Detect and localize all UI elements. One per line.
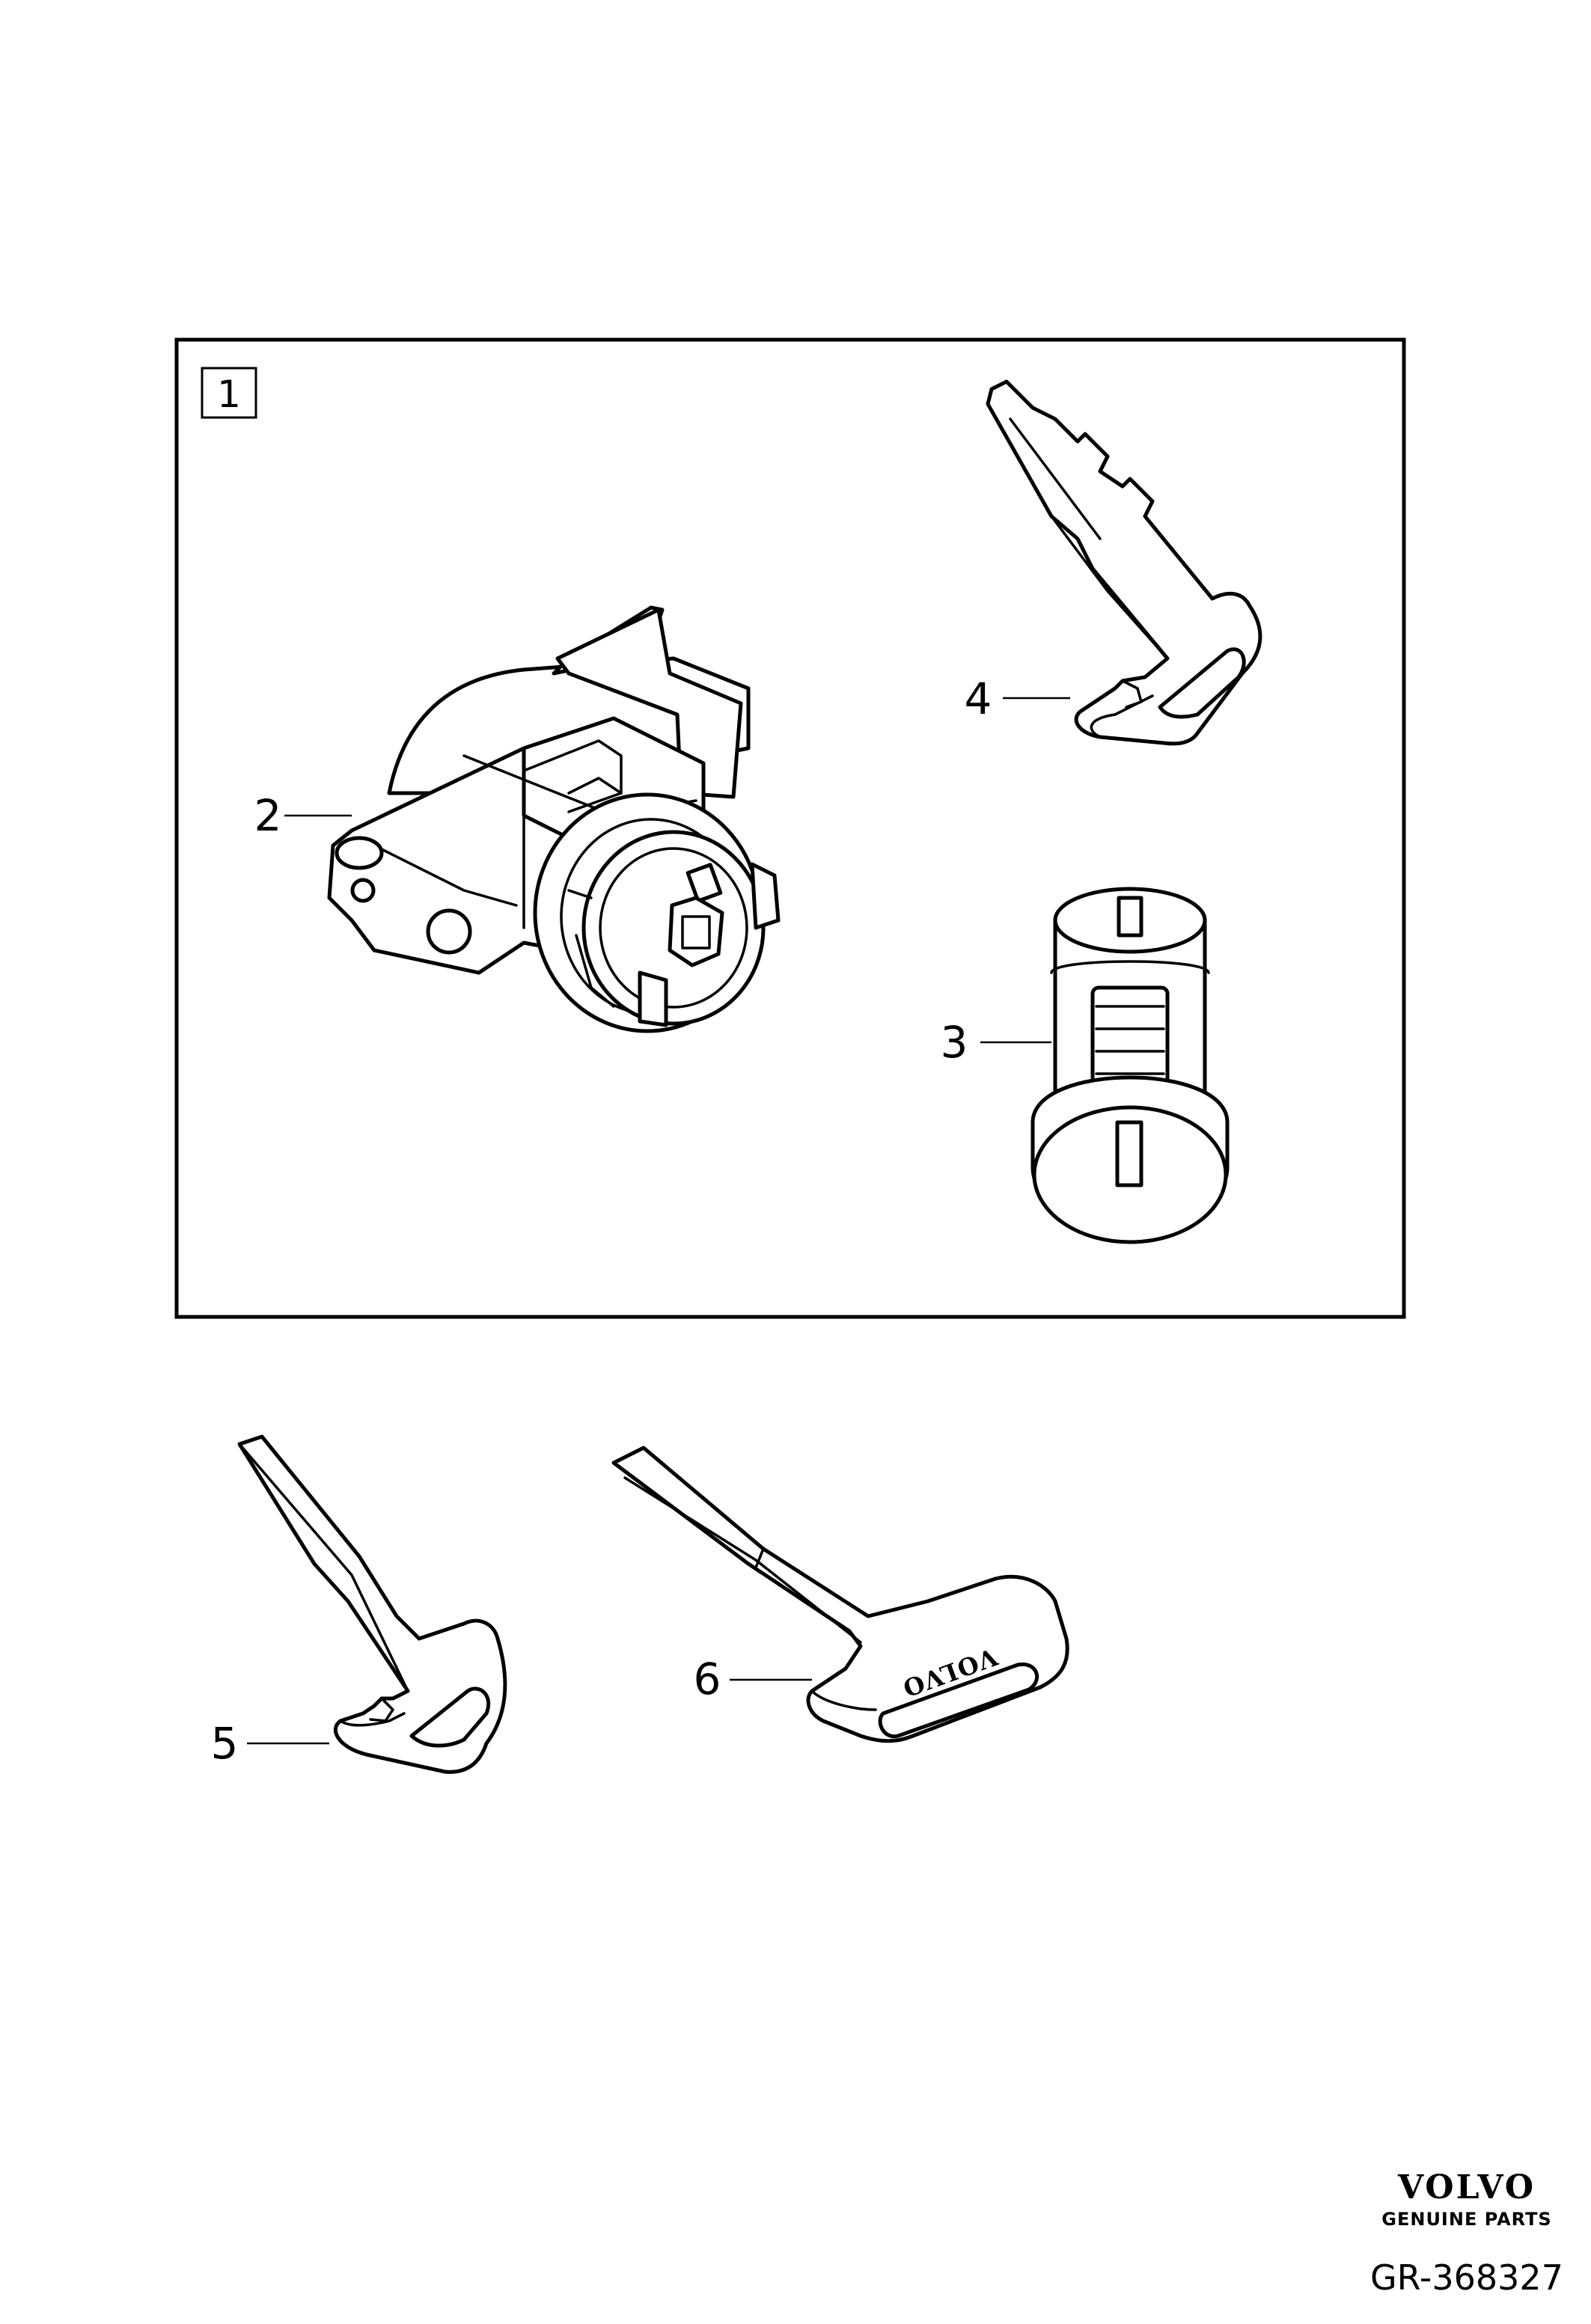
- document-number: GR-368327: [1370, 2257, 1563, 2298]
- callout-4: 4: [965, 673, 992, 724]
- key-blade-lower-drawing: [237, 1434, 507, 1774]
- group-frame: [174, 337, 1406, 1319]
- brand-logo: VOLVO: [1397, 2168, 1536, 2207]
- callout-2: 2: [254, 790, 282, 841]
- key-blade-volvo-drawing: VOLVO: [611, 1446, 1069, 1743]
- lock-cylinder-drawing: [1030, 887, 1230, 1244]
- callout-6: 6: [694, 1654, 721, 1704]
- group-number: 1: [217, 373, 241, 416]
- group-number-box: [201, 367, 257, 419]
- callout-5: 5: [211, 1718, 239, 1769]
- key-blade-upper-drawing: [986, 379, 1262, 746]
- lock-housing-drawing: [327, 605, 781, 1033]
- brand-tagline: GENUINE PARTS: [1381, 2209, 1551, 2230]
- callout-3: 3: [941, 1017, 968, 1068]
